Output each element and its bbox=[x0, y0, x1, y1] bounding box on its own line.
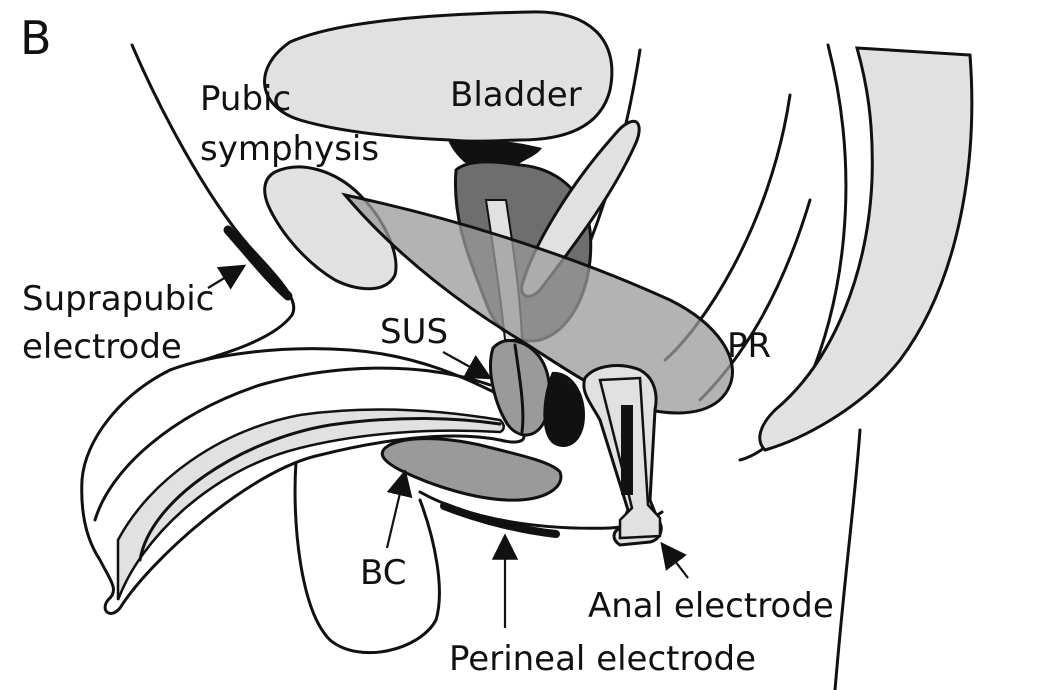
panel-label: B bbox=[20, 11, 52, 65]
anal-electrode-label: Anal electrode bbox=[588, 586, 834, 626]
suprapubic-electrode bbox=[228, 230, 288, 296]
electrode-label: electrode bbox=[22, 327, 182, 367]
symphysis-label: symphysis bbox=[200, 129, 379, 169]
bulbous-body bbox=[543, 372, 585, 447]
anal-electrode-contact bbox=[621, 405, 633, 495]
thigh-outline bbox=[835, 430, 860, 690]
pubic-label: Pubic bbox=[200, 79, 291, 119]
anal-arrow bbox=[662, 544, 688, 578]
bulbocavernosus bbox=[382, 439, 561, 501]
suprapubic-label: Suprapubic bbox=[22, 279, 214, 319]
pr-label: PR bbox=[727, 326, 771, 366]
bladder-label: Bladder bbox=[450, 75, 582, 115]
sacrum bbox=[760, 48, 972, 450]
perineal-electrode bbox=[444, 506, 556, 534]
bc-arrow bbox=[387, 472, 405, 548]
perineal-electrode-label: Perineal electrode bbox=[449, 639, 756, 679]
sus-label: SUS bbox=[380, 312, 448, 352]
bc-label: BC bbox=[360, 553, 406, 593]
